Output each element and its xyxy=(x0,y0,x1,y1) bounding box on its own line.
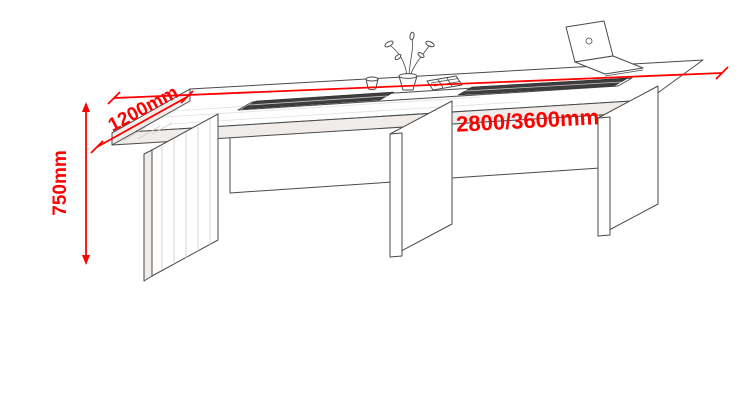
right-leg-panel xyxy=(597,85,659,237)
cable-channel xyxy=(237,77,633,111)
center-leg-panel xyxy=(389,100,453,258)
dimension-height-label: 750mm xyxy=(50,150,71,216)
dimension-height: 750mm xyxy=(50,102,90,265)
left-leg-panel xyxy=(143,113,219,282)
calculator-icon xyxy=(426,75,463,91)
laptop-icon xyxy=(565,20,644,77)
conference-table xyxy=(111,59,704,282)
plant-icon xyxy=(384,31,435,91)
left-edge-grain xyxy=(123,122,173,141)
